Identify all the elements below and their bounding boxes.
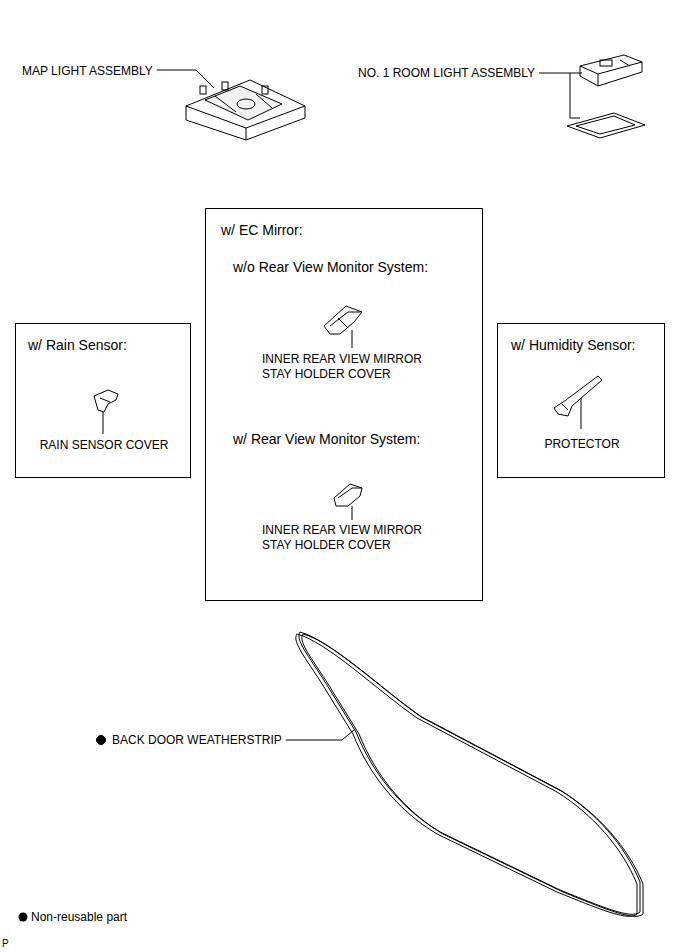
leader-line (352, 506, 353, 520)
legend-item: Non-reusable part (17, 910, 127, 924)
part-name: RAIN SENSOR COVER (40, 438, 169, 453)
rain-sensor-cover-drawing (94, 390, 118, 412)
sub-condition: w/ Rear View Monitor System: (233, 431, 420, 449)
part-name: NO. 1 ROOM LIGHT ASSEMBLY (358, 66, 535, 80)
legend-text: Non-reusable part (31, 910, 127, 924)
leader-line (157, 70, 196, 71)
humidity-sensor-box: w/ Humidity Sensor: PROTECTOR (497, 323, 665, 478)
sub-condition: w/o Rear View Monitor System: (233, 259, 428, 277)
leader-line (342, 730, 354, 740)
leader-line (286, 740, 342, 741)
part-name: PROTECTOR (544, 437, 619, 452)
leader-line (196, 70, 214, 88)
part-name: INNER REAR VIEW MIRROR STAY HOLDER COVER (262, 352, 452, 382)
mirror-cover-drawing (334, 484, 362, 506)
condition-heading: w/ Humidity Sensor: (511, 337, 635, 355)
ec-mirror-box: w/ EC Mirror: w/o Rear View Monitor Syste… (205, 208, 483, 601)
leader-line (539, 73, 570, 74)
non-reusable-dot (97, 736, 106, 745)
map-light-drawing (186, 80, 305, 140)
leader-line (352, 330, 353, 348)
leader-line (581, 398, 582, 429)
part-name: INNER REAR VIEW MIRROR STAY HOLDER COVER (262, 523, 452, 553)
part-name: BACK DOOR WEATHERSTRIP (112, 733, 282, 747)
mirror-cover-drawing (324, 306, 362, 334)
weatherstrip-drawing (296, 632, 643, 916)
leader-line (570, 118, 580, 119)
figure-code: P (2, 938, 9, 950)
lens-drawing (567, 113, 645, 138)
room-light-drawing (580, 55, 642, 86)
part-name: MAP LIGHT ASSEMBLY (22, 64, 153, 78)
leader-line (103, 412, 104, 434)
protector-drawing (554, 376, 602, 416)
legend-dot (17, 911, 29, 923)
rain-sensor-box: w/ Rain Sensor: RAIN SENSOR COVER (15, 323, 191, 478)
leader-line (570, 73, 582, 74)
leader-line (570, 73, 571, 118)
condition-heading: w/ Rain Sensor: (28, 337, 127, 355)
condition-heading: w/ EC Mirror: (221, 222, 303, 240)
